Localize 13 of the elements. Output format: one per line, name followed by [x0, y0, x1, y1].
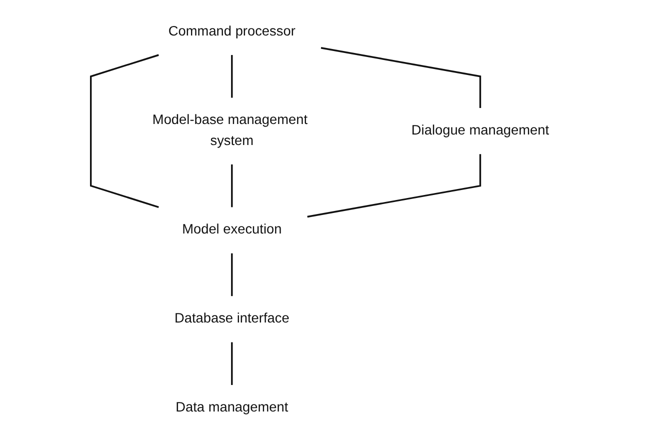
node-text: Model execution [182, 222, 282, 238]
node-text: Command processor [168, 24, 296, 39]
node-text: Dialogue management [412, 123, 550, 138]
connector [321, 47, 482, 108]
node-text: Database interface [174, 311, 290, 326]
connector [90, 54, 160, 208]
node-text: Data management [176, 400, 288, 415]
connector [231, 55, 233, 98]
connector [231, 342, 233, 385]
node-text: Model-base management system [152, 113, 308, 148]
connector [231, 164, 233, 208]
connector [231, 253, 233, 296]
connector [307, 154, 482, 218]
